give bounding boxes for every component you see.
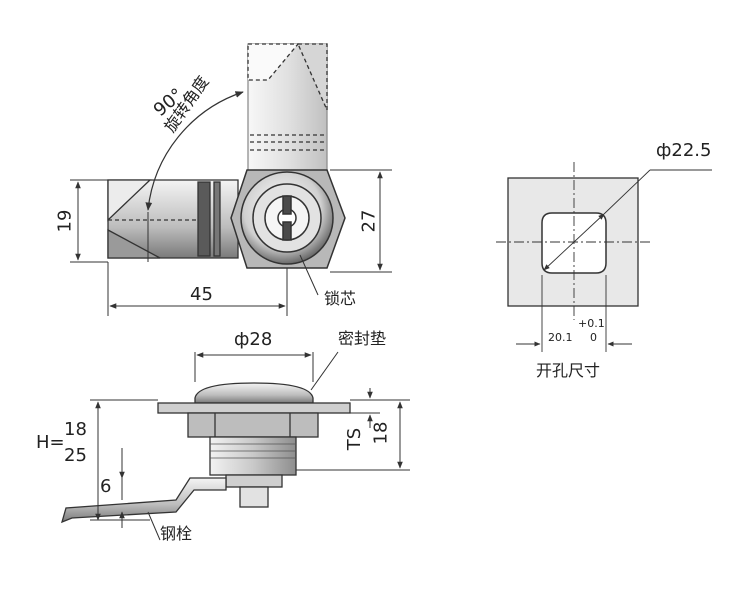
dim-6: 6 [100,476,112,497]
thread-body [209,436,297,476]
cutout-diameter: ф22.5 [656,140,712,161]
dim-45: 45 [190,284,213,305]
cutout-view [496,162,712,352]
dim-27: 27 [358,209,380,233]
h-value-25: 25 [64,445,87,466]
side-dimensions [90,351,410,541]
cutout-caption: 开孔尺寸 [536,361,601,380]
latch-label: 钢栓 [160,524,193,543]
core-label: 锁芯 [324,289,357,308]
flange [157,402,351,414]
cutout-tolerance-zero: 0 [590,331,597,344]
cutout-width: 20.1 [548,331,573,344]
knob-cap [194,382,314,404]
gasket-label: 密封垫 [338,329,387,348]
ts-label: TS [344,427,366,451]
cutout-centerlines [496,162,712,352]
h-prefix: H= [36,432,65,453]
h-value-18: 18 [64,419,87,440]
side-view [61,351,410,541]
screw [239,486,269,508]
lock-body [230,169,346,269]
hex-nut [187,412,319,438]
rotated-latch-shape [247,43,328,173]
top-dimensions [70,169,392,316]
top-view [70,43,392,316]
dim-19: 19 [54,209,76,233]
steel-latch [61,477,227,524]
latch-shape [107,179,239,259]
shaft [225,474,283,488]
side-diameter: ф28 [234,329,273,350]
rotation-arc [145,91,244,211]
cutout-tolerance: +0.1 [578,317,605,330]
dim-18-side: 18 [370,421,392,445]
